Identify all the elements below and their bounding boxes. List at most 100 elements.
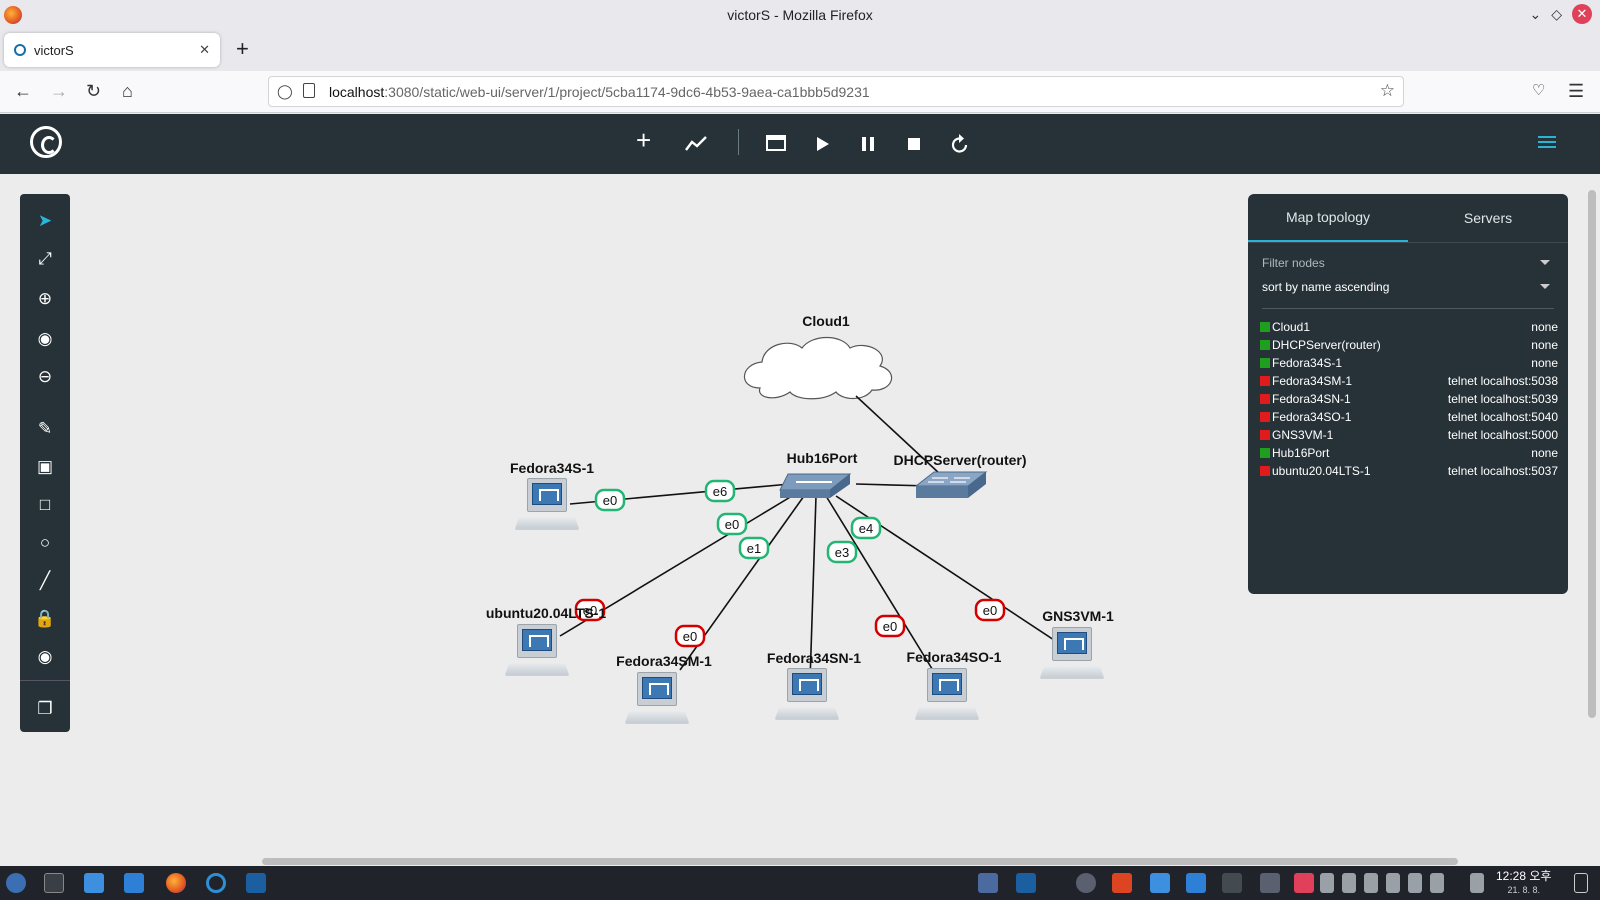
fit-to-screen-icon[interactable]: ⤢ bbox=[38, 249, 52, 268]
port-label[interactable]: e0 bbox=[594, 488, 626, 512]
tray-icon[interactable] bbox=[1112, 873, 1132, 893]
draw-ellipse-icon[interactable]: ○ bbox=[39, 533, 51, 552]
link-hub-fedora34sn[interactable] bbox=[809, 495, 817, 683]
pc-node-label[interactable]: ubuntu20.04LTS-1 bbox=[485, 605, 607, 621]
pocket-icon[interactable]: ♡ bbox=[1532, 82, 1546, 99]
vm-node-icon[interactable] bbox=[914, 668, 980, 726]
cloud-node-icon[interactable] bbox=[743, 336, 893, 400]
port-label[interactable]: e1 bbox=[738, 536, 770, 560]
menu-icon[interactable]: ☰ bbox=[1568, 81, 1585, 101]
fedora-menu-icon[interactable] bbox=[6, 873, 26, 893]
network-tray-icon[interactable] bbox=[978, 873, 998, 893]
draw-text-icon[interactable]: ✎ bbox=[37, 419, 53, 438]
port-label[interactable]: e0 bbox=[574, 598, 606, 622]
vertical-scrollbar[interactable] bbox=[1588, 190, 1596, 718]
list-item[interactable]: DHCPServer(router)none bbox=[1260, 336, 1558, 354]
link-cloud-router[interactable] bbox=[855, 395, 941, 475]
close-tab-icon[interactable]: ✕ bbox=[199, 42, 210, 57]
page-info-icon[interactable] bbox=[303, 83, 315, 98]
pc-node-label[interactable]: Fedora34SM-1 bbox=[616, 653, 712, 669]
zoom-out-icon[interactable]: ⊖ bbox=[37, 367, 53, 386]
lock-icon[interactable]: 🔒 bbox=[34, 609, 56, 628]
reload-icon[interactable]: ↻ bbox=[86, 81, 102, 101]
pc-node-label[interactable]: Fedora34SN-1 bbox=[766, 650, 862, 666]
reload-all-icon[interactable] bbox=[950, 133, 970, 155]
file-manager-icon[interactable] bbox=[124, 873, 144, 893]
bluetooth-icon[interactable] bbox=[1386, 873, 1400, 893]
vmware-tray-icon[interactable] bbox=[1016, 873, 1036, 893]
filter-nodes-select[interactable]: Filter nodes bbox=[1262, 252, 1554, 274]
vm-node-icon[interactable] bbox=[774, 668, 840, 726]
bookmark-star-icon[interactable]: ☆ bbox=[1379, 81, 1395, 100]
back-icon[interactable]: ← bbox=[14, 81, 32, 101]
cloud-node-label[interactable]: Cloud1 bbox=[802, 313, 850, 329]
port-label[interactable]: e4 bbox=[850, 516, 882, 540]
gns3-taskbar-icon[interactable] bbox=[206, 873, 226, 893]
stop-all-icon[interactable] bbox=[906, 136, 922, 152]
software-center-icon[interactable] bbox=[84, 873, 104, 893]
volume-icon[interactable] bbox=[1364, 873, 1378, 893]
tab-servers[interactable]: Servers bbox=[1463, 210, 1513, 226]
home-icon[interactable]: ⌂ bbox=[122, 81, 133, 101]
gns3-logo[interactable] bbox=[30, 126, 62, 158]
vm-node-icon[interactable] bbox=[504, 624, 570, 682]
tray-icon[interactable] bbox=[1260, 873, 1280, 893]
pc-node-label[interactable]: GNS3VM-1 bbox=[1042, 608, 1114, 624]
battery-icon[interactable] bbox=[1408, 873, 1422, 893]
new-tab-icon[interactable]: + bbox=[236, 36, 249, 61]
start-all-icon[interactable] bbox=[814, 135, 830, 153]
display-icon[interactable] bbox=[1430, 873, 1444, 893]
tray-icon[interactable] bbox=[1294, 873, 1314, 893]
pc-node-label[interactable]: Fedora34SO-1 bbox=[906, 649, 1002, 665]
zoom-in-icon[interactable]: ⊕ bbox=[37, 289, 53, 308]
port-label[interactable]: e0 bbox=[874, 614, 906, 638]
terminal-icon[interactable] bbox=[44, 873, 64, 893]
close-window-icon[interactable]: ✕ bbox=[1572, 4, 1592, 24]
draw-line-icon[interactable]: ╱ bbox=[39, 571, 51, 590]
select-pointer-icon[interactable]: ➤ bbox=[37, 211, 53, 230]
router-node-icon[interactable] bbox=[914, 471, 988, 498]
layers-icon[interactable]: ❐ bbox=[37, 699, 53, 718]
tray-expand-icon[interactable] bbox=[1470, 873, 1484, 893]
firefox-taskbar-icon[interactable] bbox=[166, 873, 186, 893]
tray-icon[interactable] bbox=[1320, 873, 1334, 893]
vm-taskbar-icon[interactable] bbox=[246, 873, 266, 893]
tab-map-topology[interactable]: Map topology bbox=[1248, 194, 1408, 242]
vm-node-icon[interactable] bbox=[1039, 627, 1105, 685]
reset-zoom-icon[interactable]: ◉ bbox=[37, 329, 53, 348]
hub-node-icon[interactable] bbox=[779, 473, 852, 498]
show-desktop-icon[interactable] bbox=[1574, 873, 1588, 893]
maximize-icon[interactable]: ◇ bbox=[1551, 5, 1562, 22]
panel-menu-icon[interactable] bbox=[1538, 136, 1556, 151]
browser-tab[interactable]: victorS ✕ bbox=[4, 33, 220, 67]
pc-node-label[interactable]: Fedora34S-1 bbox=[509, 460, 595, 476]
url-bar[interactable]: ◯ localhost:3080/static/web-ui/server/1/… bbox=[268, 76, 1404, 107]
tray-icon[interactable] bbox=[1342, 873, 1356, 893]
forward-icon[interactable]: → bbox=[50, 81, 68, 101]
pause-all-icon[interactable] bbox=[860, 135, 876, 153]
screenshot-camera-icon[interactable]: ◉ bbox=[37, 647, 53, 666]
tray-icon[interactable] bbox=[1186, 873, 1206, 893]
console-all-icon[interactable] bbox=[766, 134, 786, 152]
shield-icon[interactable]: ◯ bbox=[277, 83, 293, 99]
draw-rectangle-icon[interactable]: □ bbox=[39, 495, 51, 514]
sort-select[interactable]: sort by name ascending bbox=[1262, 276, 1554, 298]
vm-node-icon[interactable] bbox=[514, 478, 580, 536]
link-hub-fedora34so[interactable] bbox=[825, 495, 935, 673]
port-label[interactable]: e6 bbox=[704, 479, 736, 503]
hub-node-label[interactable]: Hub16Port bbox=[786, 450, 858, 466]
port-label[interactable]: e0 bbox=[974, 598, 1006, 622]
tray-icon[interactable] bbox=[1222, 873, 1242, 893]
minimize-icon[interactable]: ⌄ bbox=[1529, 5, 1542, 22]
add-node-icon[interactable]: + bbox=[636, 125, 652, 155]
port-label[interactable]: e3 bbox=[826, 540, 858, 564]
tray-icon[interactable] bbox=[1150, 873, 1170, 893]
